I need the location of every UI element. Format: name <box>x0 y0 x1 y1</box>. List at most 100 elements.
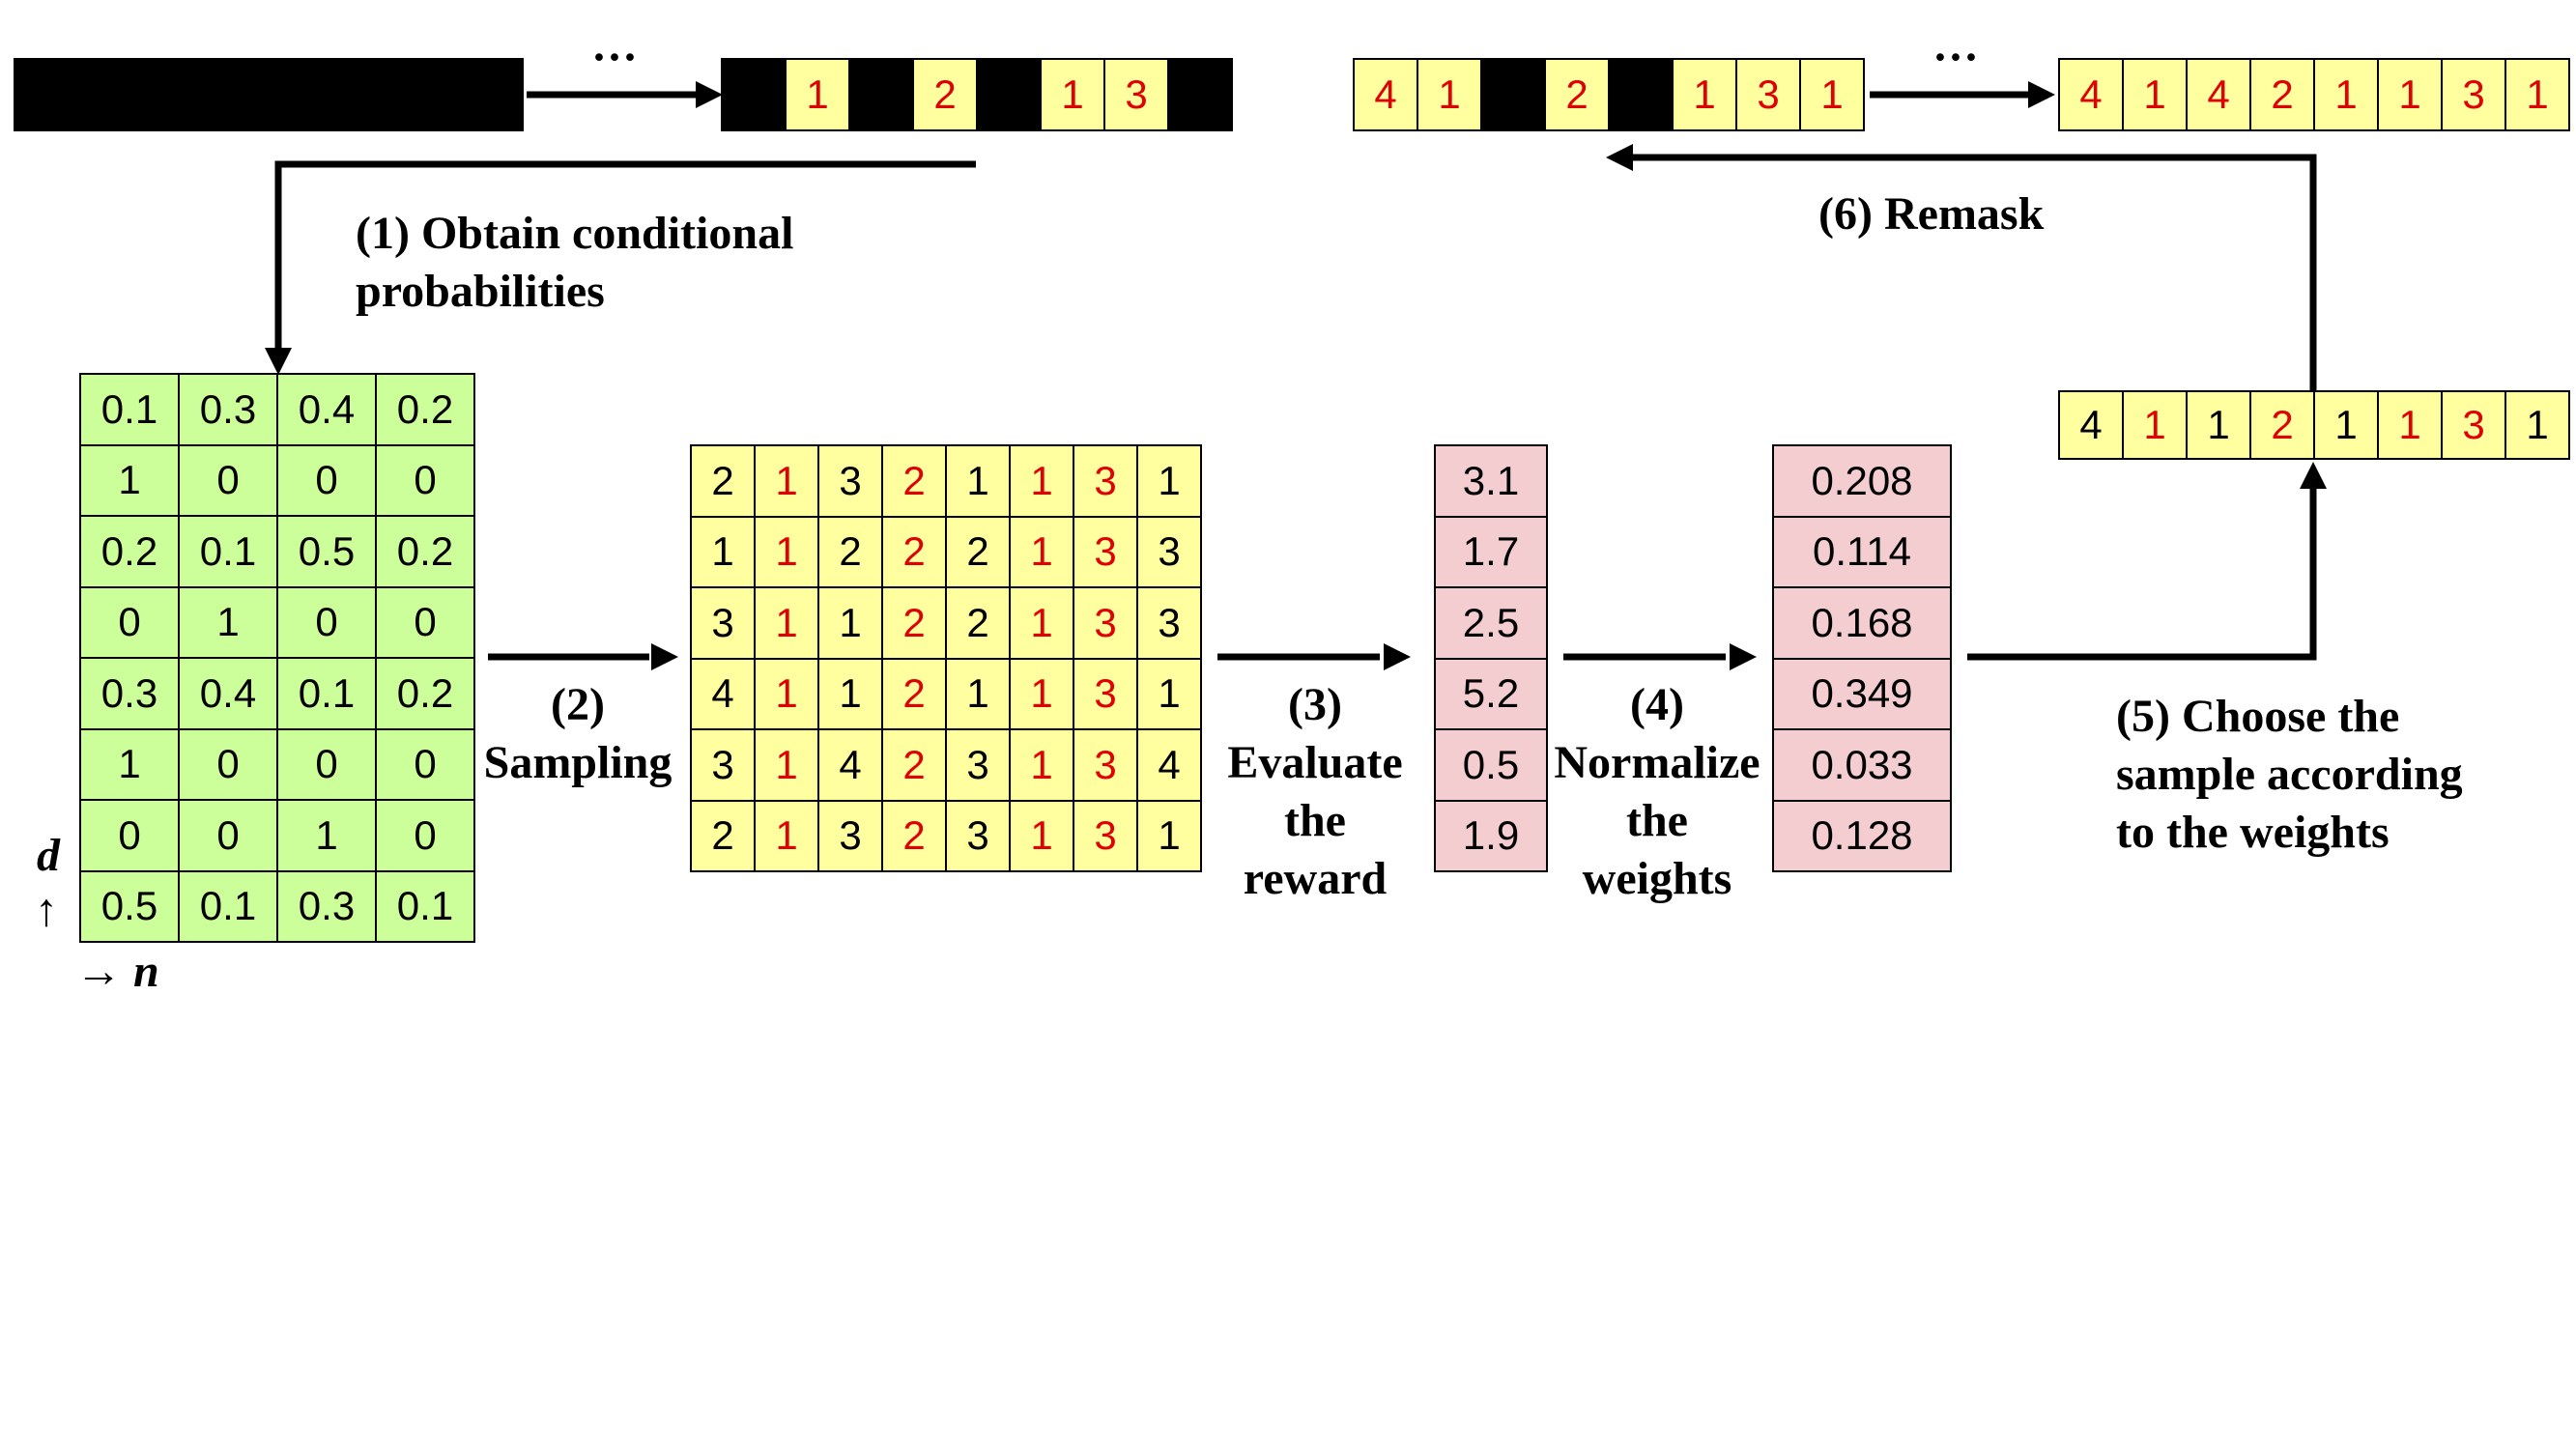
final-token: 1 <box>2377 58 2443 131</box>
sample-cell: 2 <box>881 728 947 802</box>
sample-cell: 3 <box>945 728 1011 802</box>
unmasked-token: 1 <box>1417 58 1482 131</box>
probability-cell: 0.1 <box>178 515 278 588</box>
sample-cell: 1 <box>754 444 819 518</box>
unmasked-token: 3 <box>1735 58 1801 131</box>
sample-cell: 1 <box>817 657 883 730</box>
sample-cell: 2 <box>881 799 947 872</box>
arrowhead-step5 <box>2300 462 2327 489</box>
sample-cell: 1 <box>754 657 819 730</box>
unmasked-token: 2 <box>1544 58 1610 131</box>
arrow-step6-shaft <box>1633 154 2317 391</box>
masked-token <box>721 58 787 131</box>
masked-token <box>976 58 1042 131</box>
step6-label: (6) Remask <box>1818 188 2045 240</box>
sample-cell: 3 <box>1073 444 1138 518</box>
probability-cell: 0 <box>178 799 278 872</box>
sample-cell: 3 <box>1073 799 1138 872</box>
weight-cell: 0.208 <box>1772 444 1952 518</box>
reward-cell: 1.7 <box>1434 515 1548 588</box>
sample-cell: 2 <box>690 799 756 872</box>
final-token: 1 <box>2504 58 2570 131</box>
probability-cell: 0.1 <box>375 869 475 943</box>
axis-label-d: d <box>37 830 60 881</box>
arrow-step5-shaft <box>1967 485 2317 661</box>
probability-cell: 0.5 <box>79 869 180 943</box>
arrowhead-step4 <box>1730 643 1757 670</box>
probability-cell: 0 <box>375 799 475 872</box>
weight-cell: 0.114 <box>1772 515 1952 588</box>
ellipsis-left: ··· <box>591 32 639 83</box>
final-token: 1 <box>2122 58 2188 131</box>
probability-cell: 0.4 <box>178 657 278 730</box>
chosen-token: 1 <box>2377 390 2443 460</box>
arrowhead-top-left <box>696 81 723 108</box>
arrowhead-step1 <box>265 348 292 375</box>
sample-cell: 1 <box>1009 799 1074 872</box>
sample-cell: 4 <box>1136 728 1202 802</box>
probability-cell: 0.2 <box>375 373 475 446</box>
sample-cell: 1 <box>817 586 883 660</box>
probability-cell: 0.2 <box>79 515 180 588</box>
probability-cell: 0.3 <box>276 869 377 943</box>
arrowhead-step3 <box>1384 643 1411 670</box>
step2-label: (2)Sampling <box>483 679 673 788</box>
masked-token <box>1167 58 1233 131</box>
chosen-token: 1 <box>2122 390 2188 460</box>
chosen-token: 3 <box>2441 390 2506 460</box>
weight-cell: 0.349 <box>1772 657 1952 730</box>
reward-cell: 3.1 <box>1434 444 1548 518</box>
sample-cell: 1 <box>945 444 1011 518</box>
probability-cell: 0.3 <box>178 373 278 446</box>
sample-cell: 1 <box>754 799 819 872</box>
unmasked-token: 1 <box>1672 58 1737 131</box>
reward-cell: 2.5 <box>1434 586 1548 660</box>
final-token: 2 <box>2249 58 2315 131</box>
sample-cell: 3 <box>1136 586 1202 660</box>
ellipsis-right: ··· <box>1932 32 1980 83</box>
sample-cell: 1 <box>690 515 756 588</box>
unmasked-token: 2 <box>912 58 978 131</box>
unmasked-token: 3 <box>1103 58 1169 131</box>
sample-cell: 2 <box>881 586 947 660</box>
sample-cell: 3 <box>1073 657 1138 730</box>
sample-cell: 1 <box>1009 657 1074 730</box>
reward-cell: 1.9 <box>1434 799 1548 872</box>
probability-cell: 0.1 <box>276 657 377 730</box>
probability-cell: 0.5 <box>276 515 377 588</box>
reward-cell: 5.2 <box>1434 657 1548 730</box>
probability-cell: 0 <box>375 727 475 801</box>
chosen-token: 1 <box>2313 390 2379 460</box>
sample-cell: 2 <box>945 515 1011 588</box>
final-token: 3 <box>2441 58 2506 131</box>
final-token: 4 <box>2058 58 2124 131</box>
sample-cell: 3 <box>1073 515 1138 588</box>
unmasked-token: 1 <box>785 58 850 131</box>
probability-cell: 0.4 <box>276 373 377 446</box>
arrowhead-step6 <box>1606 144 1633 171</box>
probability-cell: 0 <box>276 443 377 517</box>
sample-cell: 2 <box>945 586 1011 660</box>
probability-cell: 1 <box>178 585 278 659</box>
weight-cell: 0.128 <box>1772 799 1952 872</box>
chosen-token: 1 <box>2504 390 2570 460</box>
sample-cell: 1 <box>754 515 819 588</box>
sample-cell: 1 <box>1136 657 1202 730</box>
probability-cell: 0.3 <box>79 657 180 730</box>
axis-arrow-up: ↑ <box>35 885 58 936</box>
arrow-step1-shaft <box>274 160 976 350</box>
fully-masked-sequence <box>14 58 524 131</box>
weight-cell: 0.033 <box>1772 728 1952 802</box>
unmasked-token: 1 <box>1040 58 1105 131</box>
weight-cell: 0.168 <box>1772 586 1952 660</box>
probability-cell: 1 <box>276 799 377 872</box>
arrowhead-step2 <box>651 643 678 670</box>
sample-cell: 1 <box>1009 444 1074 518</box>
sample-cell: 1 <box>1136 799 1202 872</box>
probability-cell: 0 <box>178 443 278 517</box>
